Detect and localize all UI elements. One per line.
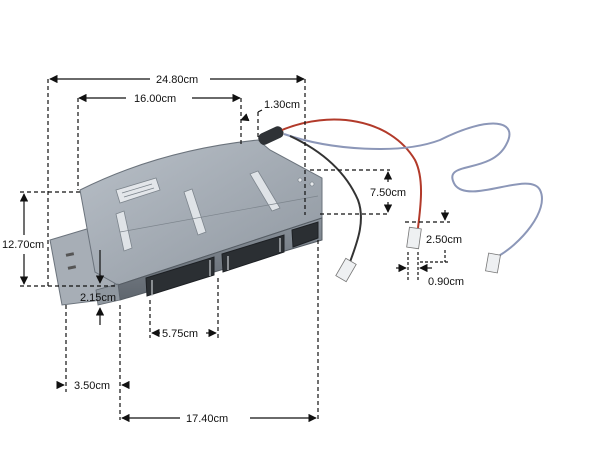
screw-hole (297, 177, 303, 183)
heater-body (49, 139, 323, 306)
blue-wire-connector (485, 252, 501, 274)
connector-width-label: 0.90cm (428, 276, 464, 288)
front-opening (221, 234, 285, 273)
opening-width-label: 5.75cm (162, 328, 198, 340)
screw-hole (309, 181, 315, 187)
top-rib (249, 170, 281, 212)
overall-height-label: 12.70cm (2, 239, 44, 251)
black-wire (289, 135, 362, 263)
overall-length-label: 24.80cm (156, 74, 198, 86)
flange-slot (67, 265, 77, 270)
front-opening (145, 256, 215, 297)
blue-wire (283, 122, 543, 259)
flange-height-label: 2.15cm (80, 292, 116, 304)
collar-width-label: 1.30cm (264, 99, 300, 111)
top-plate-length-label: 16.00cm (134, 93, 176, 105)
base-length-label: 17.40cm (186, 413, 228, 425)
front-opening (291, 221, 319, 248)
dimension-lines (19, 74, 450, 423)
wire-collar (258, 126, 284, 145)
flange-slot (65, 252, 75, 257)
side-offset-label: 3.50cm (74, 380, 110, 392)
connector-length-label: 2.50cm (426, 234, 462, 246)
top-rib (183, 188, 207, 236)
red-wire (281, 118, 423, 229)
dimension-labels: 24.80cm 16.00cm 1.30cm 7.50cm 12.70cm 2.… (2, 74, 464, 425)
terminal-height-label: 7.50cm (370, 187, 406, 199)
black-wire-connector (335, 257, 357, 283)
wiring-harness (258, 118, 543, 283)
rating-label (115, 177, 161, 204)
foot-tab (95, 283, 121, 306)
red-wire-connector (406, 226, 422, 250)
